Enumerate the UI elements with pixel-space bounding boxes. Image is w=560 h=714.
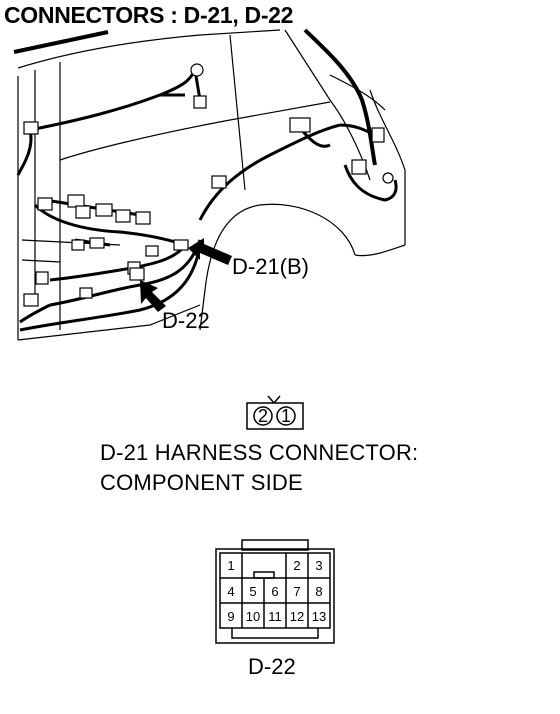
harness-connectors xyxy=(23,63,394,307)
rear-harness xyxy=(303,28,377,166)
roof-harness xyxy=(13,30,109,54)
d22-pin-7: 7 xyxy=(293,584,300,599)
d22-pin-9: 9 xyxy=(227,609,234,624)
d22-pin-4: 4 xyxy=(227,584,234,599)
d22-pin-labels: 1 2 3 4 5 6 7 8 9 10 11 12 13 xyxy=(227,558,326,624)
d22-arrow xyxy=(140,280,166,312)
d22-pin-13: 13 xyxy=(312,609,326,624)
d22-pin-12: 12 xyxy=(290,609,304,624)
d21-pin-2: 2 xyxy=(258,406,268,426)
harness-wires xyxy=(16,69,398,332)
d21-pin-1: 1 xyxy=(281,406,291,426)
d22-pin-6: 6 xyxy=(271,584,278,599)
d22-pin-1: 1 xyxy=(227,558,234,573)
d22-pin-11: 11 xyxy=(268,609,282,624)
d22-connector xyxy=(215,539,335,644)
d21-connector: 2 1 xyxy=(246,395,304,430)
d21-caption-line2: COMPONENT SIDE xyxy=(100,470,303,495)
d21-caption-line1: D-21 HARNESS CONNECTOR: xyxy=(100,440,419,465)
d21-callout-label: D-21(B) xyxy=(232,254,310,279)
d21-arrow xyxy=(188,238,232,265)
d21-lock-tab xyxy=(267,395,281,405)
d22-pin-3: 3 xyxy=(315,558,322,573)
d22-pin-2: 2 xyxy=(293,558,300,573)
d22-pin-5: 5 xyxy=(249,584,256,599)
d22-connector-label: D-22 xyxy=(248,654,296,679)
d22-pin-10: 10 xyxy=(246,609,260,624)
d22-pin-8: 8 xyxy=(315,584,322,599)
d22-callout-label: D-22 xyxy=(162,308,210,333)
diagram-title: CONNECTORS : D-21, D-22 xyxy=(4,2,294,28)
